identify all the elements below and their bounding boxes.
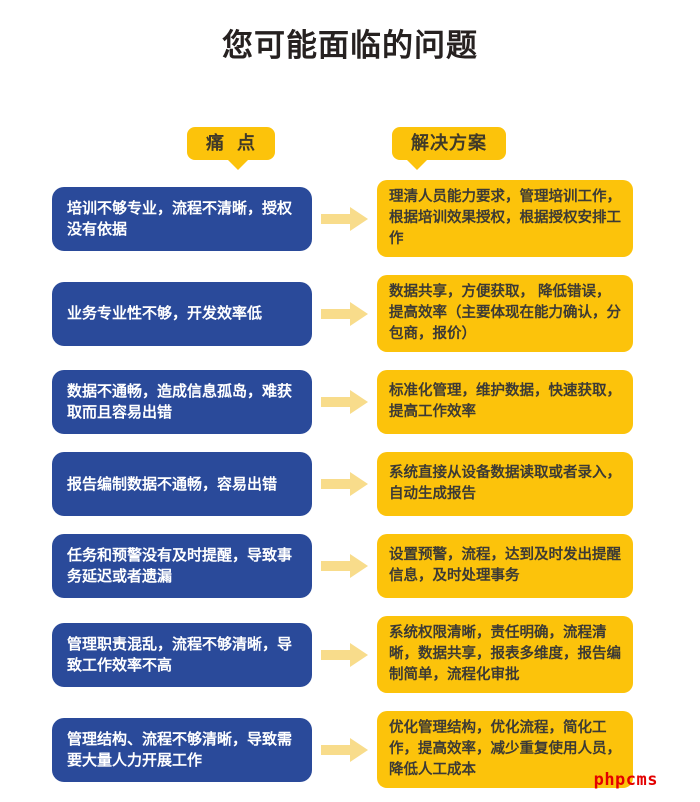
solution-box: 标准化管理，维护数据，快速获取，提高工作效率 [377,370,633,434]
arrow-cell [312,737,377,763]
pain-box: 培训不够专业，流程不清晰，授权没有依据 [52,186,312,251]
right-arrow-icon [321,737,368,762]
solution-box: 数据共享，方便获取， 降低错误，提高效率（主要体现在能力确认，分包商，报价） [377,275,633,352]
problem-solution-row: 报告编制数据不通畅，容易出错 系统直接从设备数据读取或者录入，自动生成报告 [52,452,700,516]
right-arrow-icon [321,206,368,231]
right-arrow-icon [321,642,368,667]
arrow-cell [312,389,377,415]
solution-box: 系统权限清晰，责任明确，流程清晰，数据共享，报表多维度，报告编制简单，流程化审批 [377,616,633,693]
column-headers: 痛 点 解决方案 [0,127,700,170]
solution-box: 优化管理结构，优化流程，简化工作，提高效率，减少重复使用人员，降低人工成本 [377,711,633,788]
solution-box: 设置预警，流程，达到及时发出提醒信息，及时处理事务 [377,534,633,598]
arrow-cell [312,553,377,579]
right-arrow-icon [321,301,368,326]
phpcms-watermark: phpcms [593,770,658,790]
right-arrow-icon [321,554,368,578]
problem-solution-row: 培训不够专业，流程不清晰，授权没有依据 理清人员能力要求，管理培训工作，根据培训… [52,180,700,257]
problem-solution-row: 管理结构、流程不够清晰，导致需要大量人力开展工作 优化管理结构，优化流程，简化工… [52,711,700,788]
pain-box: 业务专业性不够，开发效率低 [52,281,312,346]
pain-points-header-badge: 痛 点 [187,127,276,170]
solution-box: 理清人员能力要求，管理培训工作，根据培训效果授权，根据授权安排工作 [377,180,633,257]
problem-solution-row: 数据不通畅，造成信息孤岛，难获取而且容易出错 标准化管理，维护数据，快速获取，提… [52,370,700,434]
pain-box: 管理结构、流程不够清晰，导致需要大量人力开展工作 [52,717,312,782]
arrow-cell [312,206,377,232]
right-arrow-icon [321,472,368,496]
pain-box: 报告编制数据不通畅，容易出错 [52,452,312,516]
problem-solution-row: 业务专业性不够，开发效率低 数据共享，方便获取， 降低错误，提高效率（主要体现在… [52,275,700,352]
pain-box: 管理职责混乱，流程不够清晰，导致工作效率不高 [52,622,312,687]
problem-solution-row: 任务和预警没有及时提醒，导致事务延迟或者遗漏 设置预警，流程，达到及时发出提醒信… [52,534,700,598]
page-title: 您可能面临的问题 [222,28,478,63]
right-arrow-icon [321,390,368,414]
problem-solution-list: 培训不够专业，流程不清晰，授权没有依据 理清人员能力要求，管理培训工作，根据培训… [0,180,700,788]
arrow-cell [312,301,377,327]
problem-solution-row: 管理职责混乱，流程不够清晰，导致工作效率不高 系统权限清晰，责任明确，流程清晰，… [52,616,700,693]
arrow-cell [312,642,377,668]
pain-box: 数据不通畅，造成信息孤岛，难获取而且容易出错 [52,370,312,434]
solutions-header-badge: 解决方案 [392,127,506,170]
solution-box: 系统直接从设备数据读取或者录入，自动生成报告 [377,452,633,516]
pain-box: 任务和预警没有及时提醒，导致事务延迟或者遗漏 [52,534,312,598]
arrow-cell [312,471,377,497]
